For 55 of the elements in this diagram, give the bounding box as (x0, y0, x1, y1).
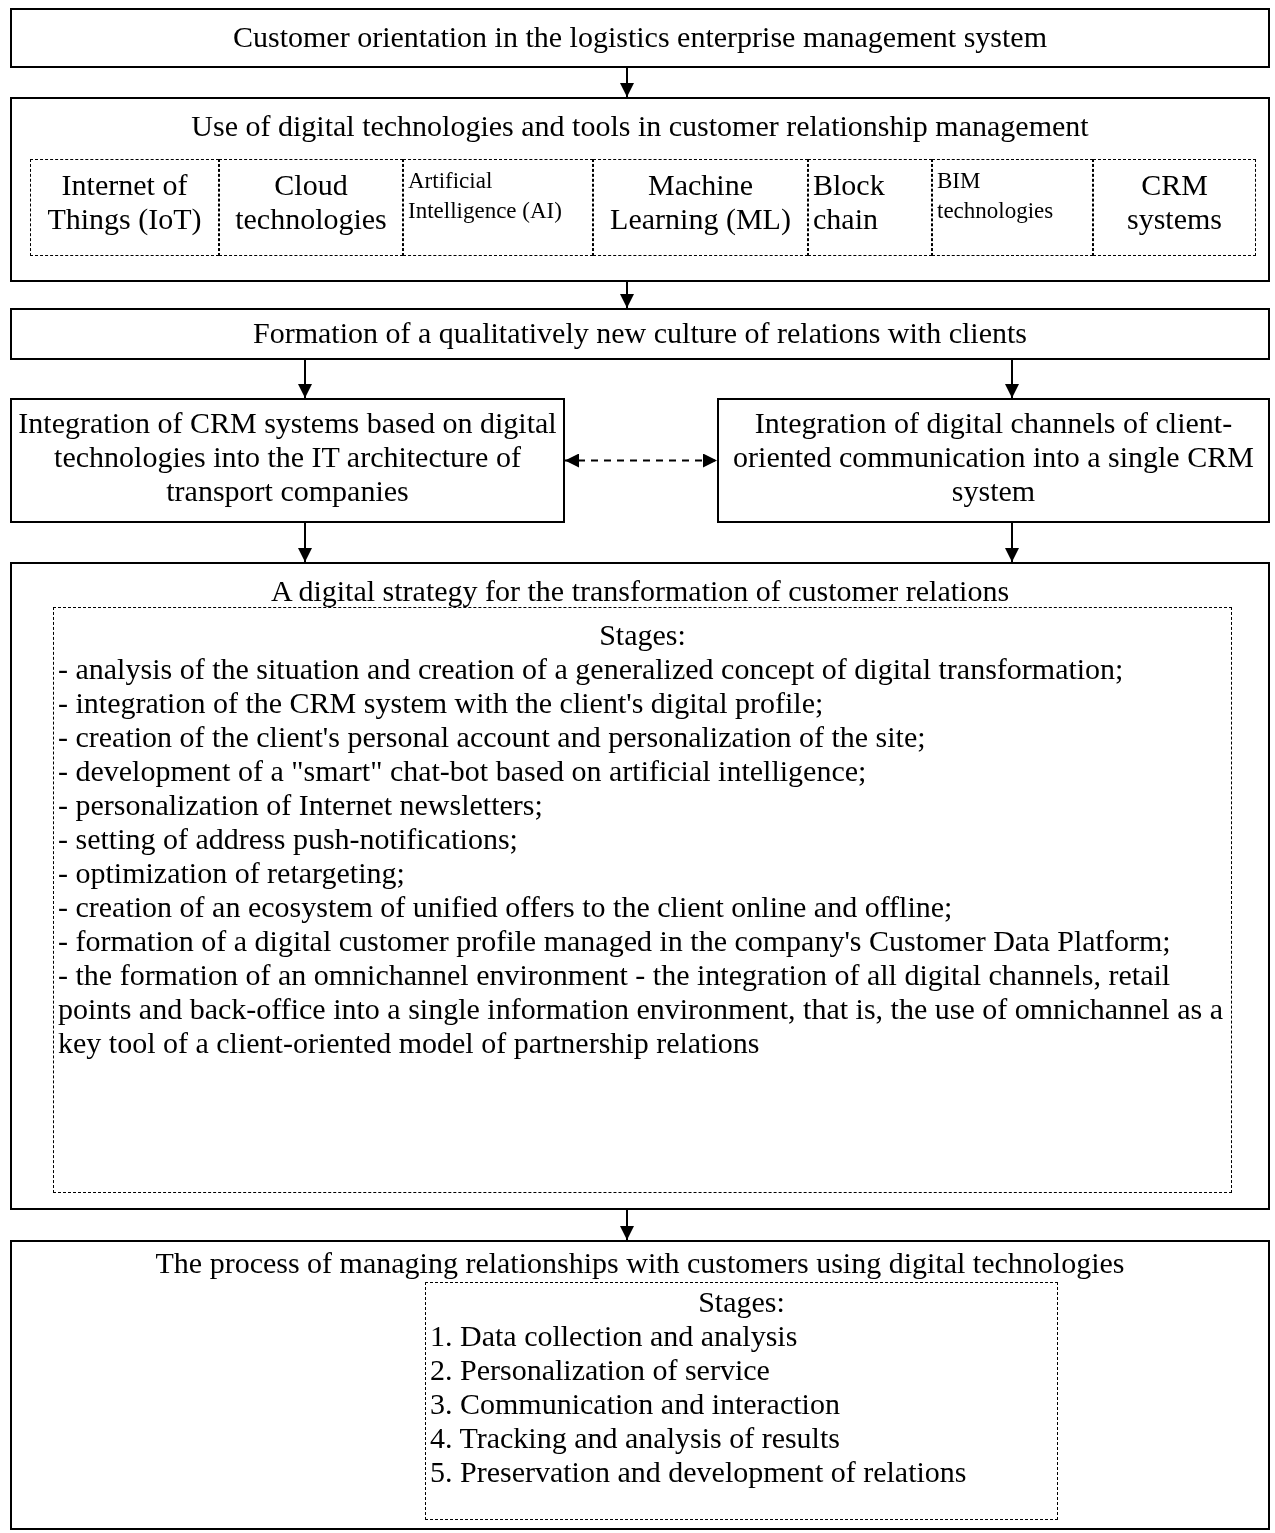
dashed-box (403, 159, 593, 256)
dashed-box (593, 159, 808, 256)
box-label: Use of digital technologies and tools in customer relationship management (190, 109, 1090, 143)
process-box (10, 1240, 1270, 1530)
arrow (298, 522, 312, 563)
box-label: Stages: (697, 1285, 786, 1319)
box-label: Formation of a qualitatively new culture of relations with clients (252, 316, 1028, 350)
stage-item: 2. Personalization of service (430, 1353, 771, 1387)
stage-item: - creation of the client's personal account and personalization of the site; (58, 720, 927, 754)
dashed-box (53, 607, 1232, 1193)
box-label: Cloud technologies (234, 168, 388, 236)
box-label: Integration of digital channels of client-oriented communication into a single CRM system (732, 406, 1255, 508)
dashed-box (932, 159, 1093, 256)
process-box (717, 398, 1270, 523)
stage-item: 3. Communication and interaction (430, 1387, 841, 1421)
stage-item: - personalization of Internet newsletters; (58, 788, 544, 822)
stage-item: - formation of a digital customer profile managed in the company's Customer Data Platform; (58, 924, 1172, 958)
stage-item: - integration of the CRM system with the client's digital profile; (58, 686, 825, 720)
dashed-box (219, 159, 403, 256)
dashed-box (808, 159, 932, 256)
stage-item: - creation of an ecosystem of unified offers to the client online and offline; (58, 890, 954, 924)
box-label: CRM systems (1126, 168, 1223, 236)
stage-item: - setting of address push-notifications; (58, 822, 519, 856)
stage-item: 1. Data collection and analysis (430, 1319, 799, 1353)
dashed-box (425, 1282, 1058, 1520)
box-label: Artificial Intelligence (AI) (408, 167, 563, 225)
process-box (10, 562, 1270, 1210)
arrow (1005, 522, 1019, 563)
stage-item: 4. Tracking and analysis of results (430, 1421, 841, 1455)
arrow (298, 359, 312, 399)
box-label: Integration of CRM systems based on digital technologies into the IT architecture of transport companies (17, 406, 558, 508)
process-box (10, 308, 1270, 360)
box-label: Internet of Things (IoT) (46, 168, 203, 236)
process-box (10, 398, 565, 523)
stage-item: - analysis of the situation and creation of a generalized concept of digital transformation; (58, 652, 1125, 686)
stage-item: - the formation of an omnichannel environment - the integration of all digital channels, retail points and back-office into a single information environment, that is, the use of omnichannel as a key tool of a client-oriented model of partnership relations (58, 958, 1224, 1060)
arrow (1005, 359, 1019, 399)
stage-item: 5. Preservation and development of relations (430, 1455, 968, 1489)
box-label: A digital strategy for the transformation of customer relations (269, 574, 1011, 608)
stage-item: - optimization of retargeting; (58, 856, 406, 890)
stage-item: - development of a "smart" chat-bot based on artificial intelligence; (58, 754, 868, 788)
box-label: Customer orientation in the logistics enterprise management system (232, 20, 1048, 54)
process-box (10, 97, 1270, 282)
arrow (620, 281, 634, 309)
arrow (620, 67, 634, 98)
process-box (10, 8, 1270, 68)
box-label: Machine Learning (ML) (609, 168, 792, 236)
box-label: The process of managing relationships with customers using digital technologies (154, 1246, 1126, 1280)
arrow (620, 1209, 634, 1241)
arrow (564, 453, 718, 468)
box-label: BIM technologies (937, 167, 1055, 225)
dashed-box (30, 159, 219, 256)
box-label: Block chain (813, 168, 886, 236)
box-label: Stages: (598, 618, 687, 652)
dashed-box (1093, 159, 1256, 256)
